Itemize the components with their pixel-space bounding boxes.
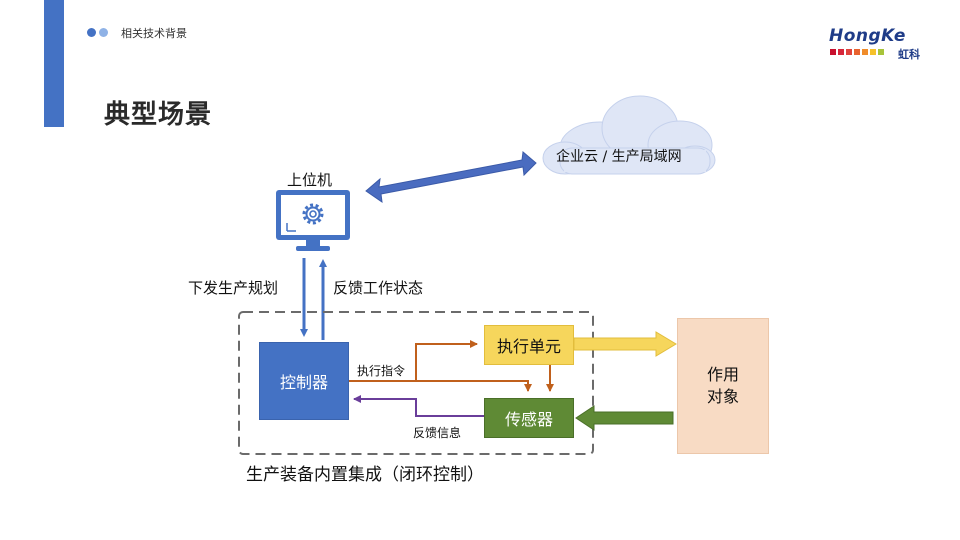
page-title: 典型场景 [104,100,213,130]
exec-unit-box: 执行单元 [484,325,574,365]
pc-label: 上位机 [287,171,333,189]
target-label-line1: 作用 [706,365,739,384]
target-label-line2: 对象 [706,387,739,406]
section-label: 相关技术背景 [121,27,187,40]
cloud-link-arrow [365,151,537,204]
logo-square [830,49,836,55]
dot-icon [99,28,108,37]
brand-logo-text: HongKe [829,26,906,46]
feedback-arrow [353,395,484,417]
boundary-label: 生产装备内置集成（闭环控制） [246,465,484,485]
cloud-label: 企业云 / 生产局域网 [556,149,682,165]
logo-square [870,49,876,55]
sensor-label: 传感器 [504,410,553,429]
monitor-icon [276,190,350,251]
closed-loop-boundary [238,311,594,455]
logo-square [862,49,868,55]
target-object-box: 作用 对象 [677,318,769,454]
controller-label: 控制器 [279,373,328,392]
dot-icon [87,28,96,37]
title-accent-bar [44,0,64,127]
sensing-arrow [575,405,674,431]
command-label: 执行指令 [357,364,406,378]
cloud-icon [542,95,716,175]
up-arrow-label: 反馈工作状态 [333,279,424,297]
gear-icon [302,203,324,225]
brand-logo-squares [830,49,884,55]
action-arrow [573,331,677,357]
logo-square [838,49,844,55]
controller-box: 控制器 [259,342,349,420]
logo-square [854,49,860,55]
exec-unit-label: 执行单元 [496,337,561,356]
logo-square [878,49,884,55]
feedback-label: 反馈信息 [413,426,462,440]
brand-logo-cn: 虹科 [898,48,920,61]
logo-square [846,49,852,55]
down-arrow-label: 下发生产规划 [188,279,279,297]
sensor-box: 传感器 [484,398,574,438]
command-arrows [348,340,554,392]
